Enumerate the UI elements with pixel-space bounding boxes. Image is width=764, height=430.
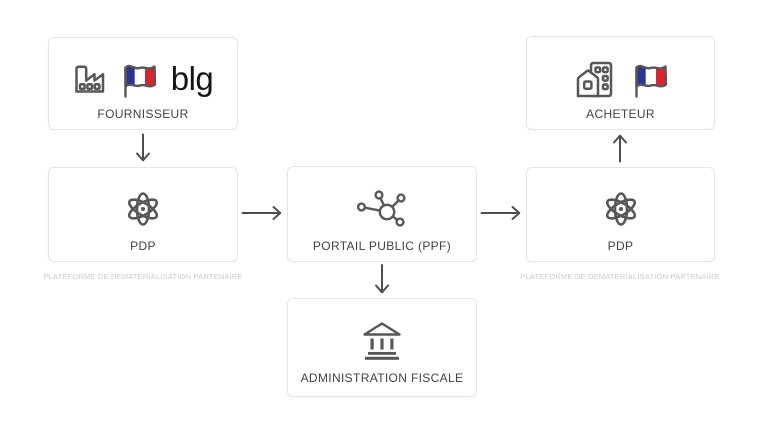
administration-fiscale-label: ADMINISTRATION FISCALE	[300, 371, 464, 385]
arrow-portail-to-administration	[374, 263, 390, 295]
fournisseur-icons: blg	[73, 48, 214, 108]
atom-icon	[605, 192, 636, 226]
pdp-right-caption: PLATEFORME DE DEMATÉRIALISATION PARTENAI…	[520, 272, 720, 281]
acheteur-label: ACHETEUR	[586, 107, 655, 121]
arrow-pdp-to-portail	[241, 205, 285, 221]
bank-icon	[363, 321, 401, 360]
pdp-left-node: PDP	[48, 167, 238, 262]
pdp-right-icons	[604, 178, 638, 240]
portail-public-icons	[357, 177, 407, 240]
blg-logo-text: blg	[170, 59, 214, 97]
arrow-pdp-to-acheteur	[612, 133, 628, 163]
portail-public-node: PORTAIL PUBLIC (PPF)	[287, 166, 477, 262]
down-arrow-icon	[136, 133, 150, 162]
pdp-right-node: PDP	[526, 167, 715, 262]
up-arrow-icon	[613, 134, 627, 163]
french-flag-icon	[635, 64, 668, 98]
pdp-left-caption: PLATEFORME DE DEMATÉRIALISATION PARTENAI…	[43, 272, 243, 281]
down-arrow-icon	[375, 264, 389, 294]
french-flag-icon	[124, 64, 156, 98]
administration-fiscale-icons	[361, 309, 403, 372]
atom-icon	[127, 192, 159, 226]
right-arrow-icon	[480, 206, 521, 220]
network-hub-icon	[357, 189, 406, 227]
acheteur-icons	[572, 47, 669, 108]
acheteur-node: ACHETEUR	[526, 36, 715, 130]
administration-fiscale-node: ADMINISTRATION FISCALE	[287, 298, 477, 397]
pdp-right-label: PDP	[607, 239, 634, 253]
fournisseur-label: FOURNISSEUR	[97, 107, 189, 121]
arrow-fournisseur-to-pdp	[135, 133, 151, 163]
pdp-left-icons	[126, 178, 160, 240]
home-building-icon	[576, 61, 613, 97]
factory-icon	[74, 65, 104, 93]
portail-public-label: PORTAIL PUBLIC (PPF)	[312, 239, 452, 253]
arrow-portail-to-pdp	[480, 205, 524, 221]
right-arrow-icon	[241, 206, 282, 220]
fournisseur-node: blg FOURNISSEUR	[48, 37, 238, 130]
pdp-left-label: PDP	[130, 239, 156, 253]
